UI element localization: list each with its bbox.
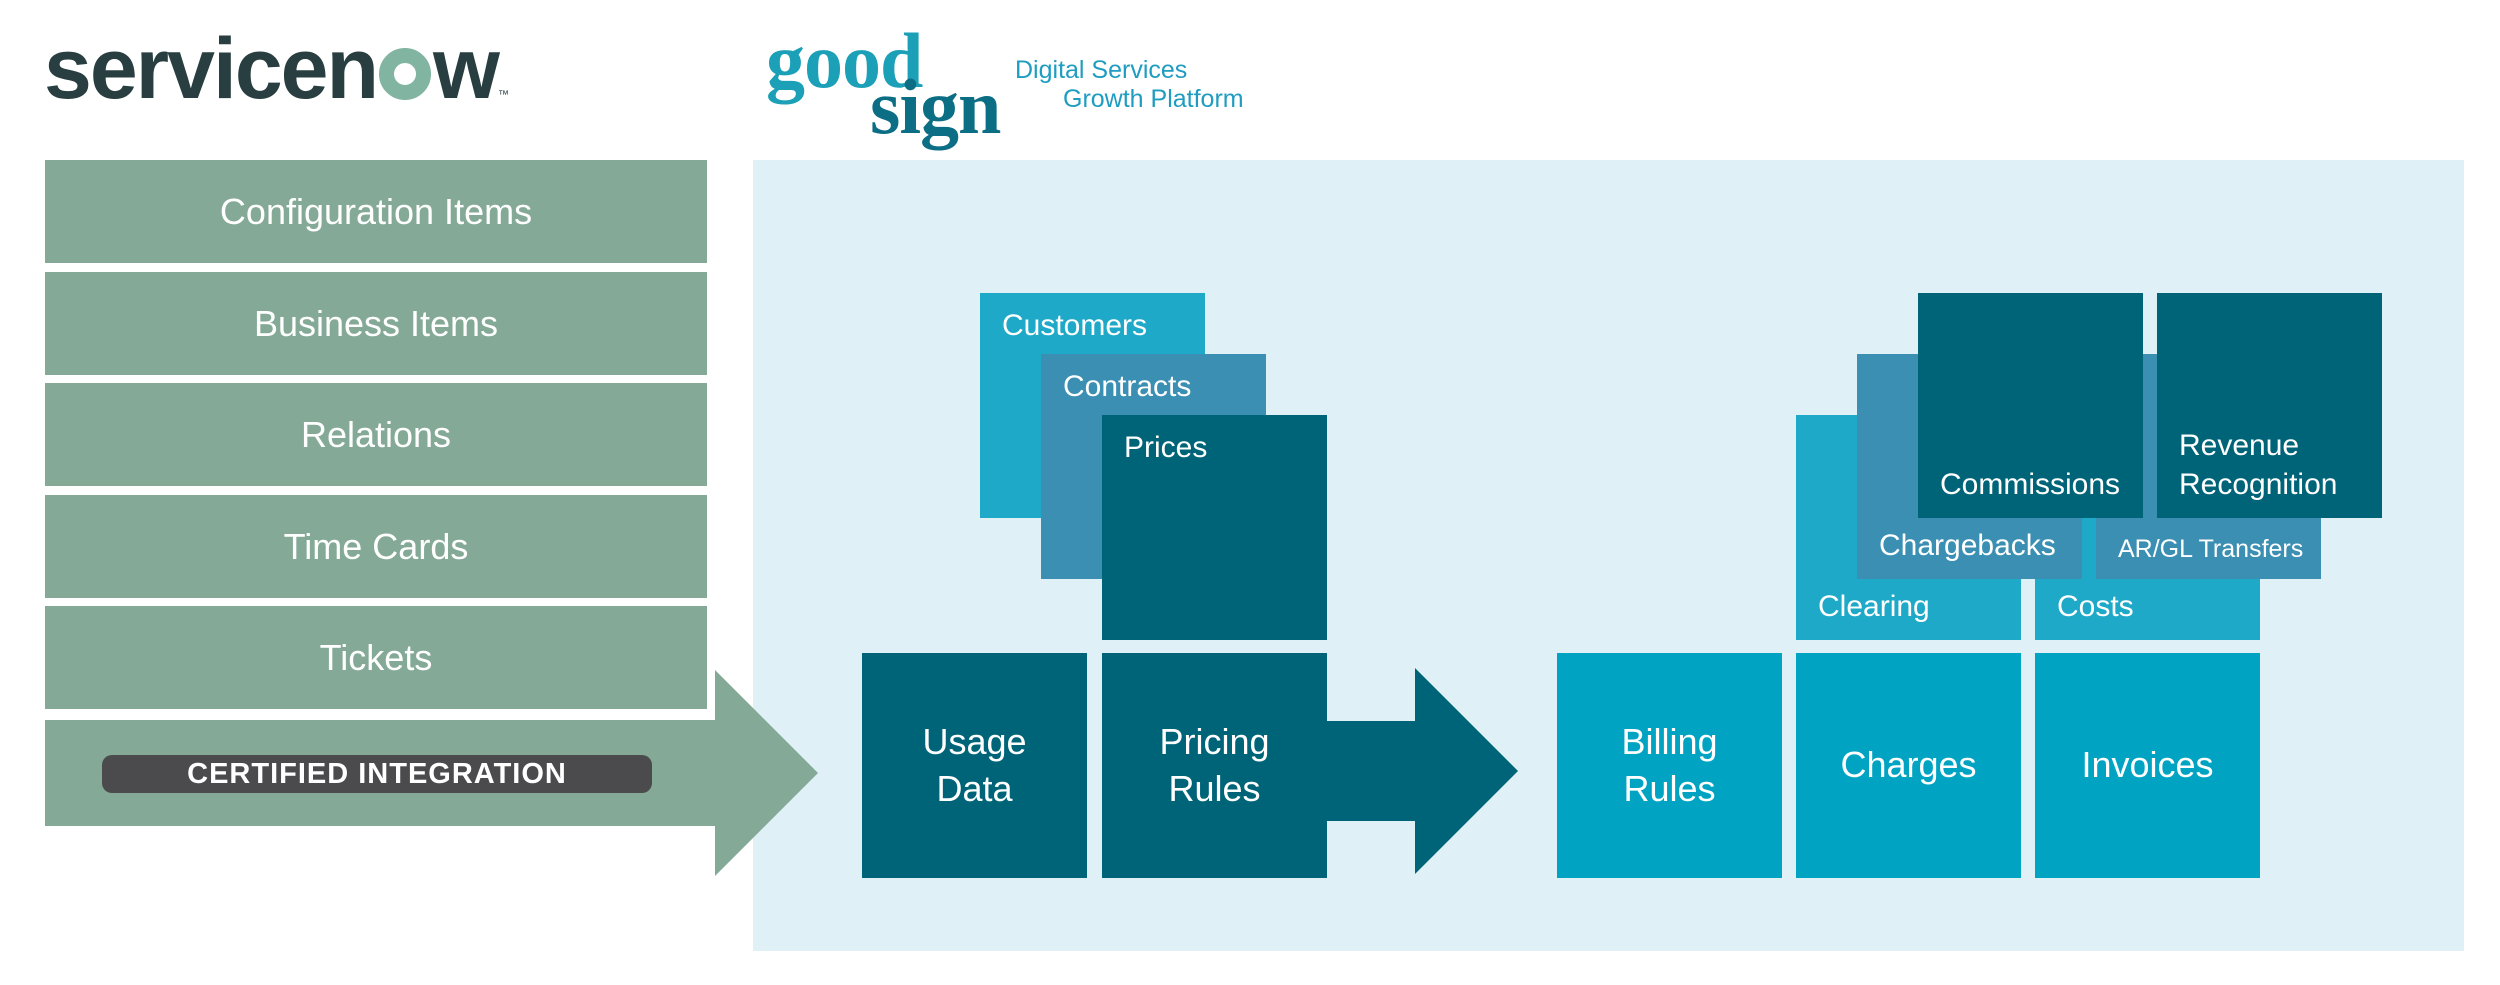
servicenow-logo-text-end: w (433, 21, 500, 117)
invoices-box: Invoices (2035, 653, 2260, 878)
charges-box: Charges (1796, 653, 2021, 878)
left-item-business-items: Business Items (45, 272, 707, 375)
revenue-recognition-box: Revenue Recognition (2157, 293, 2382, 518)
left-item-time-cards: Time Cards (45, 495, 707, 598)
pricing-rules-box: Pricing Rules (1102, 653, 1327, 878)
left-item-relations: Relations (45, 383, 707, 486)
goodsign-tagline-line2: Growth Platform (1063, 85, 1244, 113)
left-item-configuration-items: Configuration Items (45, 160, 707, 263)
left-item-tickets: Tickets (45, 606, 707, 709)
billing-rules-box: Billing Rules (1557, 653, 1782, 878)
trademark-symbol: ™ (497, 89, 509, 101)
goodsign-tagline-line1: Digital Services (1015, 56, 1188, 84)
goodsign-logo-sign: sign (870, 63, 1001, 150)
usage-data-box: Usage Data (862, 653, 1087, 878)
prices-box: Prices (1102, 415, 1327, 640)
certified-integration-badge: CERTIFIED INTEGRATION (102, 755, 652, 793)
goodsign-logo-good: good (766, 17, 923, 104)
pricing-to-billing-arrow (1200, 668, 1518, 874)
commissions-box: Commissions (1918, 293, 2143, 518)
servicenow-o-ring (379, 48, 432, 100)
servicenow-logo-text-start: servicen (44, 21, 379, 117)
